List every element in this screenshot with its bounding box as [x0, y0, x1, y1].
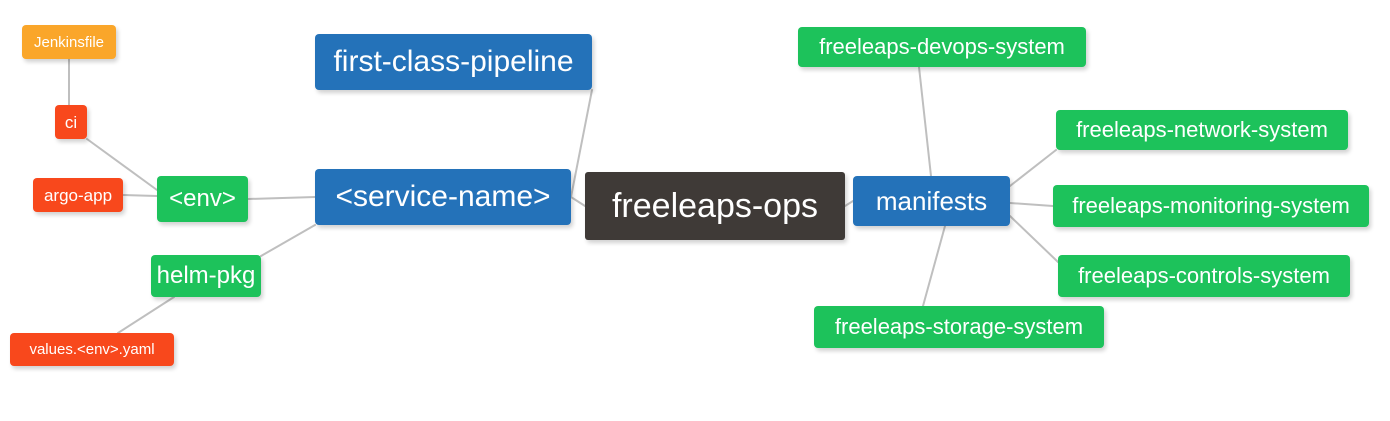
node-label: freeleaps-storage-system [834, 314, 1084, 339]
node-pipeline[interactable]: first-class-pipeline [315, 34, 592, 90]
node-env[interactable]: <env> [157, 176, 248, 222]
node-label: freeleaps-controls-system [1078, 263, 1330, 288]
node-ci[interactable]: ci [55, 105, 87, 139]
node-label: freeleaps-ops [611, 187, 818, 225]
node-label: Jenkinsfile [33, 33, 105, 51]
node-service[interactable]: <service-name> [315, 169, 571, 225]
node-label: <env> [169, 185, 236, 212]
node-label: values.<env>.yaml [29, 341, 155, 358]
node-label: ci [64, 112, 78, 132]
edge-service-to-helm [260, 224, 316, 257]
node-network[interactable]: freeleaps-network-system [1056, 110, 1348, 150]
node-label: manifests [875, 186, 988, 216]
node-root[interactable]: freeleaps-ops [585, 172, 845, 240]
node-storage[interactable]: freeleaps-storage-system [814, 306, 1104, 348]
edge-env-to-argoapp [122, 194, 158, 197]
edge-service-to-env [247, 196, 316, 200]
edge-manifests-to-controls [1009, 215, 1059, 263]
node-jenkinsfile[interactable]: Jenkinsfile [22, 25, 116, 59]
node-label: freeleaps-devops-system [819, 34, 1065, 59]
edge-root-to-manifests [844, 200, 854, 207]
edge-manifests-to-devops [918, 66, 932, 177]
node-label: helm-pkg [156, 262, 256, 289]
node-values[interactable]: values.<env>.yaml [10, 333, 174, 366]
node-manifests[interactable]: manifests [853, 176, 1010, 226]
edge-manifests-to-network [1009, 149, 1057, 187]
node-controls[interactable]: freeleaps-controls-system [1058, 255, 1350, 297]
node-devops[interactable]: freeleaps-devops-system [798, 27, 1086, 67]
node-argoapp[interactable]: argo-app [33, 178, 123, 212]
node-label: <service-name> [335, 180, 551, 213]
node-label: freeleaps-network-system [1076, 117, 1328, 142]
node-label: first-class-pipeline [333, 45, 574, 78]
edge-manifests-to-monitoring [1009, 202, 1054, 207]
edge-helm-to-values [117, 296, 175, 334]
node-helm[interactable]: helm-pkg [151, 255, 261, 297]
node-label: freeleaps-monitoring-system [1072, 193, 1350, 218]
node-monitoring[interactable]: freeleaps-monitoring-system [1053, 185, 1369, 227]
edge-root-to-service [570, 196, 586, 207]
edge-manifests-to-storage [922, 225, 946, 307]
node-label: argo-app [43, 185, 113, 205]
